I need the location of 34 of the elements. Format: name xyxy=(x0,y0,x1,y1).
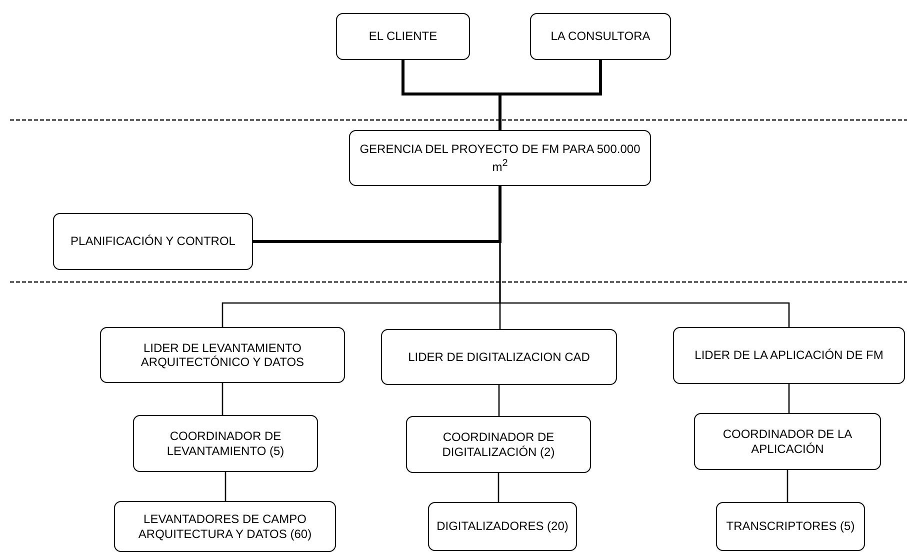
org-chart-box xyxy=(406,416,591,473)
connector-line xyxy=(222,383,224,415)
org-chart-box xyxy=(336,13,470,60)
box-label: GERENCIA DEL PROYECTO DE FM PARA 500.000 m$^{2}$ xyxy=(358,142,642,174)
connector-line xyxy=(786,470,788,502)
org-chart-box xyxy=(133,415,318,472)
org-chart-box xyxy=(716,502,865,551)
box-label: LIDER DE DIGITALIZACION CAD xyxy=(408,350,590,364)
box-label: COORDINADOR DE LEVANTAMIENTO (5) xyxy=(166,429,286,458)
box-label: TRANSCRIPTORES (5) xyxy=(726,519,855,534)
connector-line xyxy=(788,384,790,413)
connector-line xyxy=(224,472,226,501)
box-label: LEVANTADORES DE CAMPO ARQUITECTURA Y DATOS (60) xyxy=(137,512,313,541)
box-label: DIGITALIZADORES (20) xyxy=(436,519,568,534)
connector-line xyxy=(498,60,602,130)
org-chart-box xyxy=(694,413,881,470)
connector-line xyxy=(498,473,500,502)
box-label: LIDER DE LA APLICACIÓN DE FM xyxy=(694,348,884,363)
connector-line xyxy=(498,385,500,416)
box-label: LIDER DE LEVANTAMIENTO ARQUITECTÓNICO Y DATOS xyxy=(140,340,306,370)
box-label: PLANIFICACIÓN Y CONTROL xyxy=(70,234,236,249)
org-chart-box xyxy=(428,502,577,551)
org-chart-box xyxy=(114,501,336,552)
org-chart-box xyxy=(53,213,253,270)
org-chart-box xyxy=(349,130,651,186)
connector-line xyxy=(253,186,502,243)
org-chart-box xyxy=(530,13,671,60)
box-label: COORDINADOR DE LA APLICACIÓN xyxy=(722,427,854,456)
org-chart-box xyxy=(100,327,345,383)
org-chart-box xyxy=(381,329,617,385)
box-label: COORDINADOR DE DIGITALIZACIÓN (2) xyxy=(441,430,556,459)
box-label: LA CONSULTORA xyxy=(550,29,650,44)
box-label: EL CLIENTE xyxy=(368,29,438,44)
org-chart-box xyxy=(673,327,905,384)
